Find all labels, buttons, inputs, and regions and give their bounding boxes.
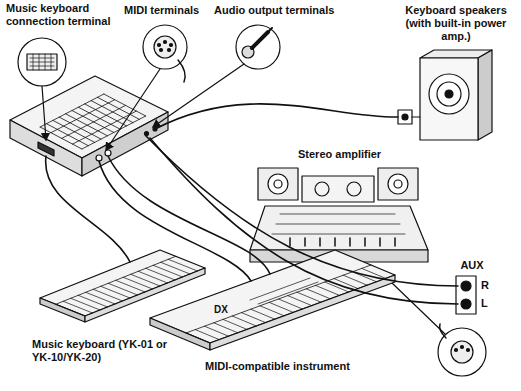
stereo-amplifier <box>250 168 428 262</box>
callout-label: MIDI terminals <box>124 4 219 17</box>
device-label: Music keyboard (YK-01 or YK-10/YK-20) <box>32 338 182 364</box>
callout-label: Music keyboard connection terminal <box>6 2 122 28</box>
connector-label: AUX <box>452 259 492 272</box>
terminal-detail-insets <box>18 25 486 376</box>
device-label: MIDI-compatible instrument <box>205 360 405 373</box>
panel-marking: DX <box>214 304 244 316</box>
keyboard-speakers <box>398 50 492 140</box>
channel-label: R <box>481 279 501 292</box>
device-label: Keyboard speakers (with built-in power a… <box>394 4 518 44</box>
callout-label: Audio output terminals <box>214 4 364 17</box>
device-label: Stereo amplifier <box>298 148 418 161</box>
channel-label: L <box>481 297 501 310</box>
aux-jacks <box>456 276 476 314</box>
midi-instrument <box>150 250 395 350</box>
cables <box>46 104 458 304</box>
computer <box>10 76 168 176</box>
